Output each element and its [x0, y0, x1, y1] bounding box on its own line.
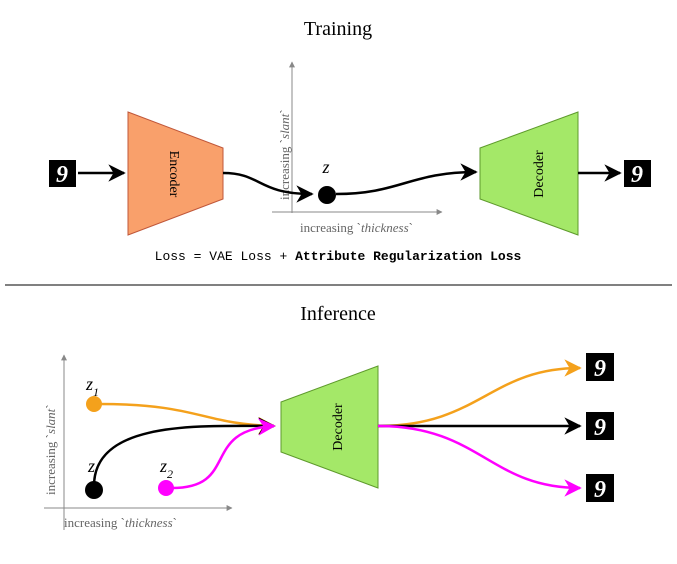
training-decoder-block	[479, 111, 579, 236]
training-decoder-label: Decoder	[532, 150, 547, 198]
svg-text:9: 9	[56, 162, 68, 188]
svg-text:9: 9	[594, 477, 606, 503]
z-label: z	[87, 456, 95, 476]
training-title: Training	[304, 18, 372, 40]
training-output-digit: 9	[624, 160, 651, 188]
z-point	[85, 481, 103, 499]
loss-formula: Loss = VAE Loss + Attribute Regularizati…	[155, 249, 522, 264]
z1-to-decoder-arrow	[97, 402, 276, 435]
training-latent-label: z	[321, 157, 329, 177]
training-x-axis-label: increasing `thickness`	[300, 220, 413, 235]
inference-x-axis-label: increasing `thickness`	[64, 515, 177, 530]
orange-output-arrow	[377, 359, 582, 428]
black-output-digit: 9	[586, 412, 614, 441]
z1-point	[86, 396, 102, 412]
z2-label: z2	[159, 456, 173, 481]
inference-latent-axes	[44, 354, 233, 530]
z1-label: z1	[85, 374, 99, 399]
encoder-block	[127, 111, 224, 236]
inference-decoder-block	[280, 365, 379, 489]
training-y-axis-label: increasing `slant`	[277, 109, 292, 200]
z-to-decoder-arrow	[92, 417, 276, 487]
magenta-output-arrow	[377, 424, 582, 497]
inference-title: Inference	[300, 303, 376, 325]
orange-output-digit: 9	[586, 353, 614, 382]
svg-text:9: 9	[631, 162, 643, 188]
z2-point	[158, 480, 174, 496]
z2-to-decoder-arrow	[171, 418, 276, 490]
inference-y-axis-label: increasing `slant`	[43, 404, 58, 495]
training-encoder-to-z-arrow	[222, 171, 314, 203]
training-latent-axes	[272, 61, 443, 215]
training-latent-point	[318, 186, 336, 204]
svg-text:9: 9	[594, 356, 606, 382]
training-z-to-decoder-arrow	[335, 163, 478, 196]
svg-text:9: 9	[594, 415, 606, 441]
encoder-label: Encoder	[166, 151, 181, 198]
inference-decoder-label: Decoder	[331, 403, 346, 451]
training-input-digit: 9	[49, 160, 76, 188]
magenta-output-digit: 9	[586, 474, 614, 503]
